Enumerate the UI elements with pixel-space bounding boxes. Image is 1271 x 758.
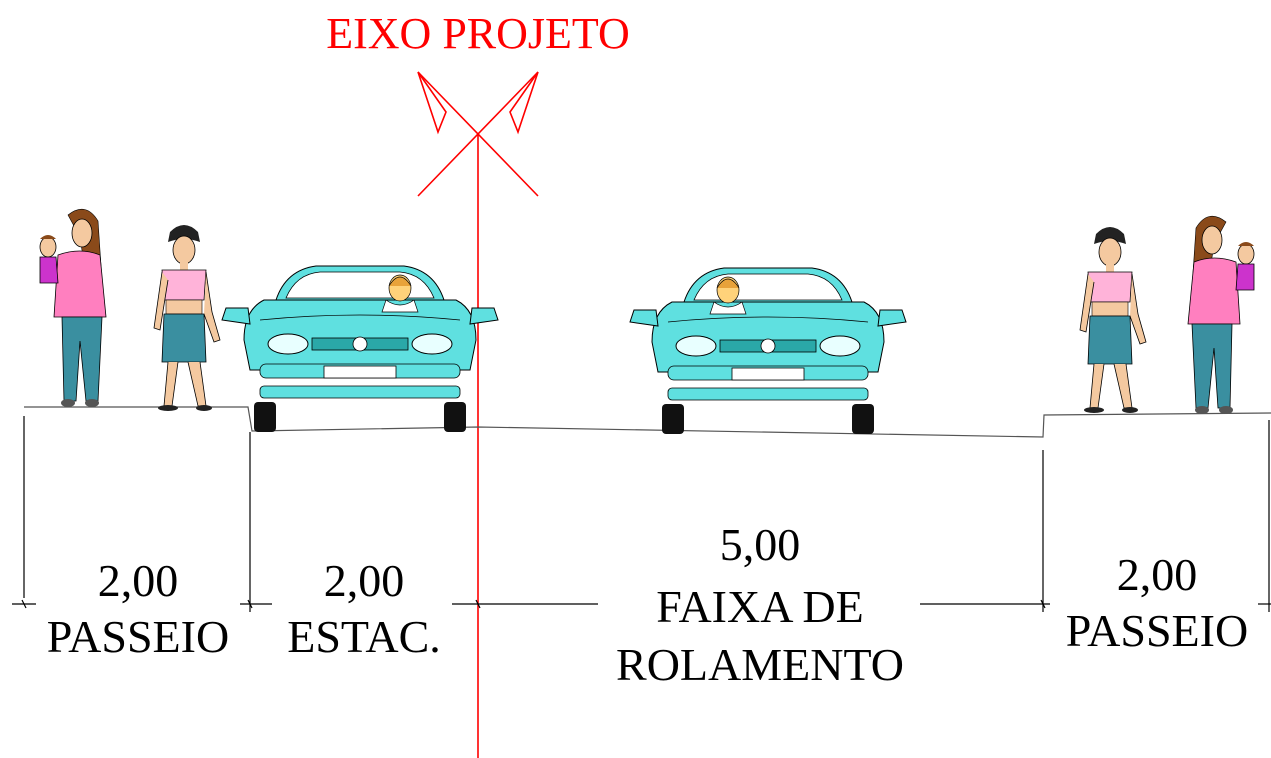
section-passeio-right: 2,00 PASSEIO (1066, 549, 1248, 656)
woman-with-child-icon (39, 208, 107, 408)
woman-standing-icon (1079, 226, 1147, 414)
section-faixa-rolamento: 5,00 FAIXA DE ROLAMENTO (616, 519, 904, 690)
dimension-lines (12, 416, 1271, 612)
section-name: PASSEIO (47, 611, 229, 662)
axis-title: EIXO PROJETO (326, 9, 630, 58)
project-axis: EIXO PROJETO (326, 9, 630, 758)
section-name-line2: ROLAMENTO (616, 639, 904, 690)
section-passeio-left: 2,00 PASSEIO (47, 555, 229, 662)
axis-symbol-icon (417, 71, 539, 197)
section-name: ESTAC. (287, 611, 441, 662)
section-width: 2,00 (1117, 549, 1198, 600)
woman-standing-icon (153, 224, 221, 412)
ground-profile (24, 406, 1271, 438)
car-front-view-icon (221, 265, 499, 433)
section-width: 2,00 (324, 555, 405, 606)
section-width: 5,00 (720, 519, 801, 570)
woman-with-child-icon (1187, 215, 1255, 415)
section-estacionamento: 2,00 ESTAC. (287, 555, 441, 662)
section-name-line1: FAIXA DE (656, 581, 863, 632)
section-width: 2,00 (98, 555, 179, 606)
section-name: PASSEIO (1066, 605, 1248, 656)
car-front-view-icon (629, 267, 907, 435)
